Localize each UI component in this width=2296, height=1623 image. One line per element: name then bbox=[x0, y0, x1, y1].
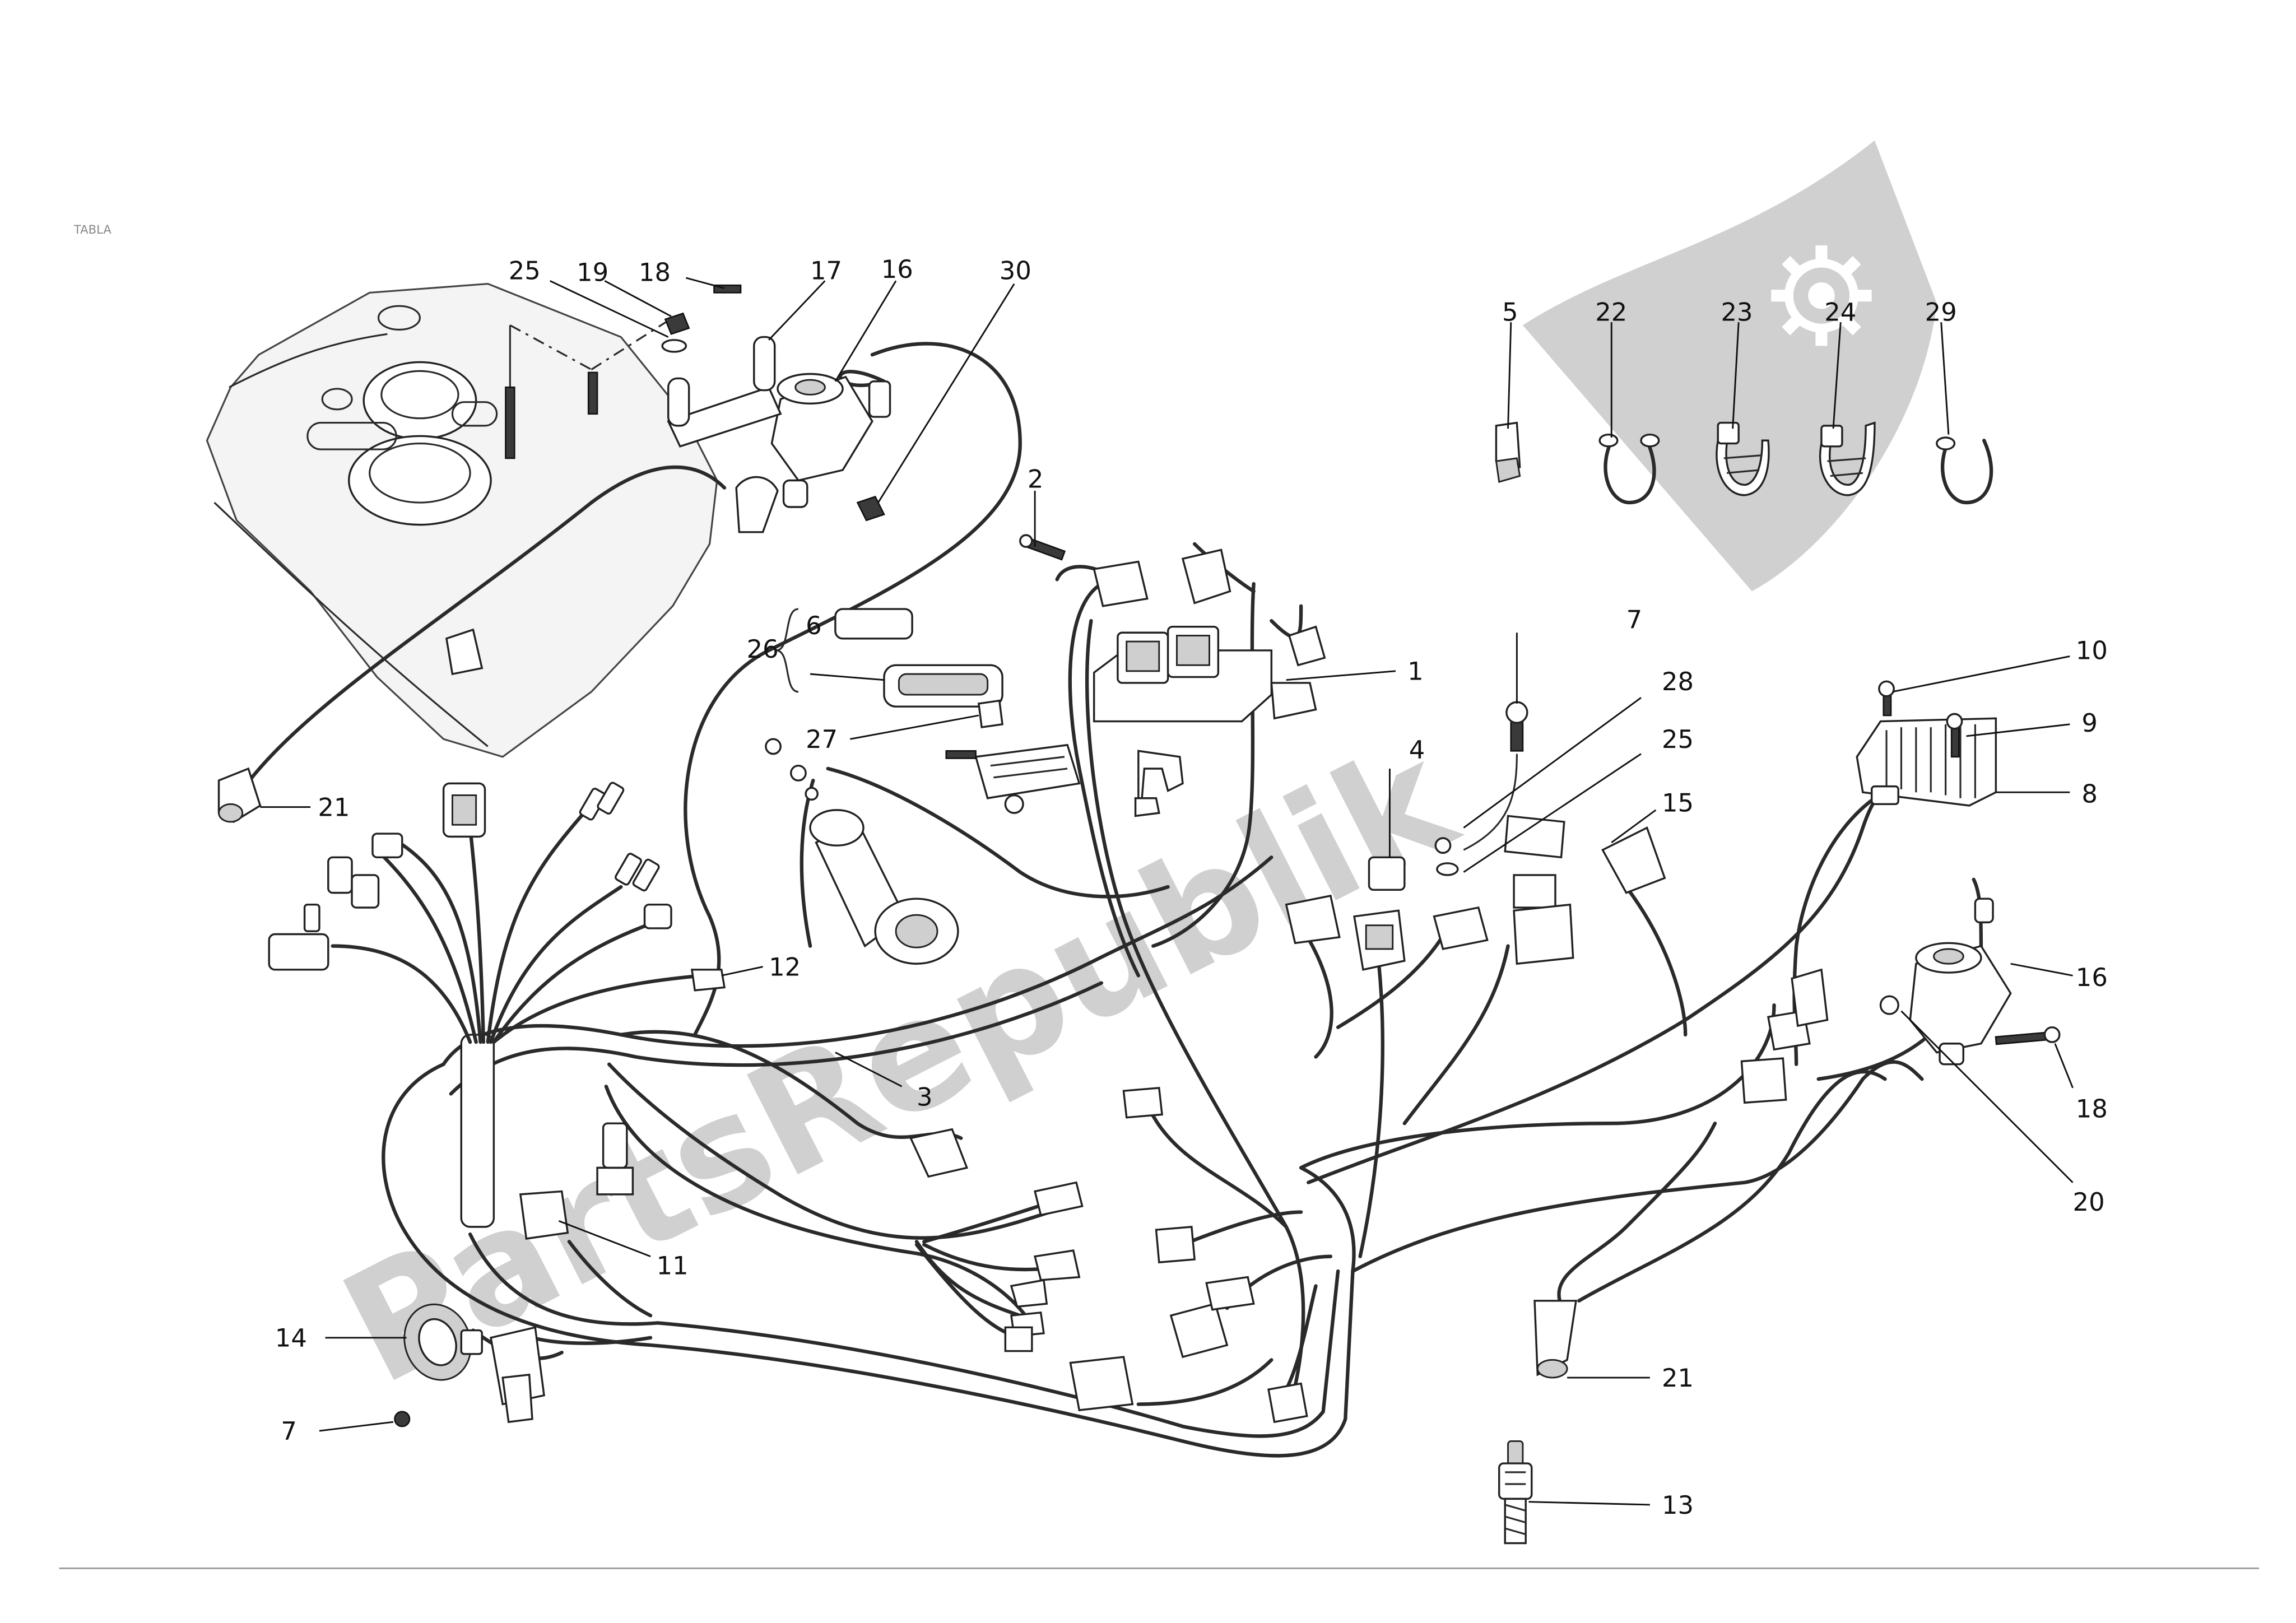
callout-23: 23 bbox=[1721, 297, 1753, 327]
callout-19: 19 bbox=[577, 257, 608, 287]
relay-connectors bbox=[1285, 815, 1666, 971]
callout-12: 12 bbox=[769, 952, 801, 982]
lower-connectors bbox=[490, 1087, 1308, 1424]
fuel-filter bbox=[765, 738, 959, 965]
callout-3: 3 bbox=[917, 1082, 933, 1112]
ignition-coil-right bbox=[1879, 897, 2061, 1066]
spark-plug-cap-right bbox=[1533, 1122, 1717, 1379]
callout-21: 21 bbox=[318, 792, 350, 822]
callout-7b: 7 bbox=[281, 1416, 297, 1446]
callout-5: 5 bbox=[1502, 297, 1518, 327]
callout-29: 29 bbox=[1925, 297, 1957, 327]
callout-13: 13 bbox=[1662, 1490, 1694, 1520]
callout-21b: 21 bbox=[1662, 1363, 1694, 1393]
callout-24: 24 bbox=[1824, 297, 1856, 327]
ignition-coil-top bbox=[770, 373, 891, 508]
callout-26: 26 bbox=[747, 634, 779, 664]
callout-10: 10 bbox=[2076, 636, 2108, 666]
connector-block bbox=[945, 743, 1081, 814]
right-connectors bbox=[1740, 968, 1829, 1104]
callout-15: 15 bbox=[1662, 788, 1694, 818]
callout-28: 28 bbox=[1662, 667, 1694, 696]
clamps bbox=[1495, 421, 1993, 505]
callout-22: 22 bbox=[1595, 297, 1627, 327]
left-connector-fan bbox=[268, 782, 726, 992]
callout-25: 25 bbox=[509, 256, 541, 286]
callout-20: 20 bbox=[2073, 1187, 2105, 1217]
callout-6: 6 bbox=[806, 611, 822, 640]
callout-25b: 25 bbox=[1662, 724, 1694, 754]
spark-plug-cap-left bbox=[217, 767, 262, 823]
callout-16: 16 bbox=[881, 254, 913, 284]
callout-8: 8 bbox=[2081, 779, 2098, 809]
callout-18b: 18 bbox=[2076, 1094, 2108, 1124]
screw-2 bbox=[1019, 534, 1066, 561]
callout-labels: 25 19 18 17 16 30 5 22 23 24 29 2 6 26 1… bbox=[275, 254, 2108, 1520]
watermark-flag bbox=[1522, 140, 1937, 592]
gear-icon bbox=[1771, 245, 1872, 346]
callout-27: 27 bbox=[806, 724, 838, 754]
leader-lines bbox=[260, 277, 2074, 1506]
voltage-regulator bbox=[1856, 680, 1997, 807]
fuse-parts bbox=[776, 608, 1003, 729]
ecu-block bbox=[1093, 548, 1326, 723]
callout-30: 30 bbox=[1000, 256, 1031, 286]
callout-11: 11 bbox=[657, 1250, 689, 1280]
center-brackets bbox=[1134, 750, 1184, 817]
fuel-tank bbox=[206, 282, 718, 758]
callout-9: 9 bbox=[2081, 708, 2098, 738]
callout-7: 7 bbox=[1626, 604, 1643, 634]
callout-17: 17 bbox=[810, 256, 842, 286]
corner-text: TABLA bbox=[73, 222, 111, 236]
callout-4: 4 bbox=[1409, 735, 1425, 765]
callout-2: 2 bbox=[1028, 464, 1044, 494]
spark-plug bbox=[1498, 1440, 1533, 1545]
top-hardware bbox=[661, 284, 885, 533]
callout-14: 14 bbox=[275, 1323, 307, 1353]
horn bbox=[394, 1303, 483, 1427]
callout-1: 1 bbox=[1407, 657, 1424, 686]
callout-18: 18 bbox=[639, 257, 671, 287]
coil-bracket bbox=[505, 317, 782, 459]
callout-16b: 16 bbox=[2076, 962, 2108, 992]
